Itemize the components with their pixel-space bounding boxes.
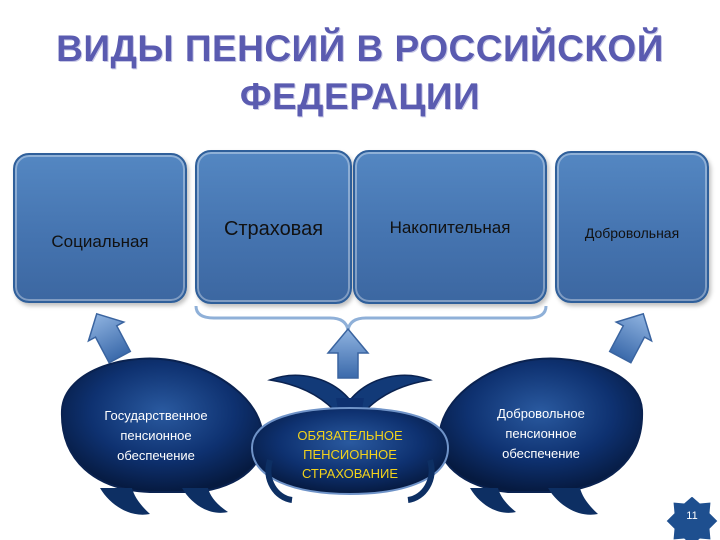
arrow-up-center-icon [326, 327, 370, 379]
whale-right [437, 357, 644, 515]
whale-left [60, 357, 265, 515]
arrow-up-left-icon [87, 312, 132, 364]
label-state-pension: Государственное пенсионное обеспечение [104, 408, 208, 463]
box-social: Социальная [13, 153, 187, 303]
page-badge [665, 495, 719, 540]
box-voluntary: Добровольная [555, 151, 709, 303]
box-voluntary-label: Добровольная [584, 225, 680, 241]
label-mandatory-insurance: ОБЯЗАТЕЛЬНОЕ ПЕНСИОННОЕ СТРАХОВАНИЕ [297, 428, 403, 481]
box-funded-label: Накопительная [389, 218, 511, 237]
box-funded: Накопительная [353, 150, 547, 304]
box-insurance-label: Страховая [223, 218, 324, 240]
title-line-1: ВИДЫ ПЕНСИЙ В РОССИЙСКОЙ [56, 28, 664, 69]
whale-center [250, 406, 450, 503]
page-number: 11 [686, 510, 698, 522]
label-voluntary-pension: Добровольное пенсионное обеспечение [497, 406, 585, 461]
title-line-2: ФЕДЕРАЦИИ [239, 76, 481, 117]
bracket [194, 305, 548, 331]
box-insurance: Страховая [195, 150, 352, 304]
box-social-label: Социальная [51, 232, 149, 251]
arrow-up-right-icon [608, 312, 653, 364]
